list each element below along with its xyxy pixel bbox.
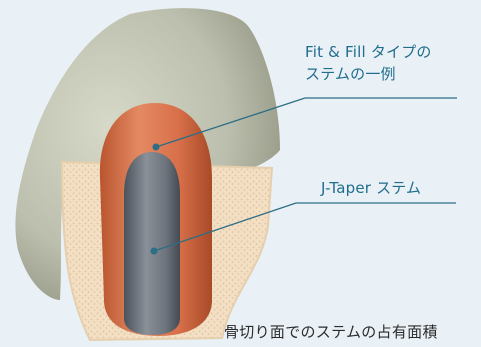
figure-caption: 骨切り面でのステムの占有面積 [224,321,438,342]
j-taper-stem [124,152,180,335]
fit-fill-leader-dot [153,144,160,151]
fit-fill-label-line1: Fit & Fill タイプの [305,41,432,63]
fit-fill-stem-label: Fit & Fill タイプの ステムの一例 [305,41,432,85]
fit-fill-label-line2: ステムの一例 [305,63,432,85]
j-taper-stem-label: J-Taper ステム [321,177,421,199]
j-taper-leader-dot [151,248,158,255]
